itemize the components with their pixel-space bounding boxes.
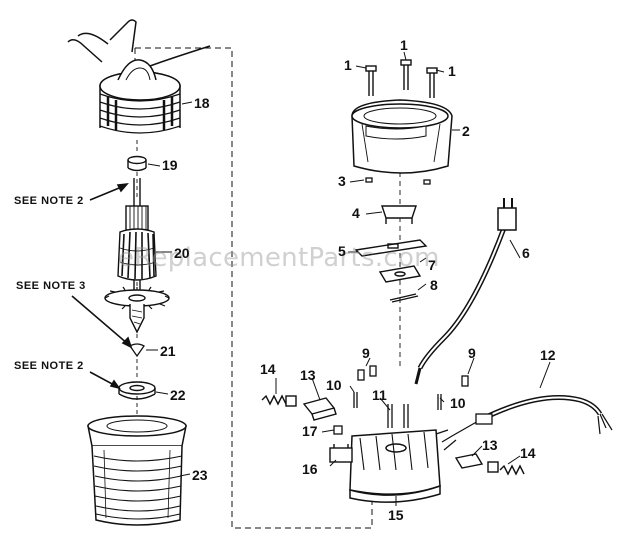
callout-19: 19	[162, 157, 178, 173]
callout-17: 17	[302, 423, 318, 439]
callout-8: 8	[430, 277, 438, 293]
leader-lines	[146, 51, 551, 506]
note-label-lower: SEE NOTE 2	[14, 360, 84, 372]
motor-housing-part-23	[87, 415, 187, 526]
callout-13-left: 13	[300, 367, 316, 383]
bearing-part-19	[127, 155, 147, 172]
callout-11: 11	[372, 387, 387, 403]
brush-part-13-left	[302, 397, 337, 421]
watermark-text: eReplacementParts.com	[118, 243, 440, 273]
screw-part-1	[365, 59, 438, 98]
cap-part-2	[351, 99, 453, 174]
spacer-part-21	[129, 343, 145, 358]
callout-14-left: 14	[260, 361, 276, 377]
callout-7: 7	[428, 257, 436, 273]
wire-part-8	[389, 293, 419, 303]
callout-1-left: 1	[344, 57, 352, 73]
callout-12: 12	[540, 347, 556, 363]
brush-part-13-right	[454, 453, 484, 469]
callout-4: 4	[352, 205, 360, 221]
callout-10-right: 10	[450, 395, 466, 411]
callout-20: 20	[174, 245, 190, 261]
armature-part-20	[104, 178, 170, 334]
screws-part-11	[387, 404, 409, 428]
callout-6: 6	[522, 245, 530, 261]
callout-1-center: 1	[400, 37, 408, 53]
callout-10-left: 10	[326, 377, 342, 393]
terminal-part-9	[357, 365, 469, 387]
callout-9-right: 9	[468, 345, 476, 361]
note-arrows	[71, 182, 133, 390]
callout-1-right: 1	[448, 63, 456, 79]
plate-part-5	[354, 239, 428, 257]
callout-5: 5	[338, 243, 346, 259]
switch-part-16	[329, 444, 353, 463]
cable-part-12	[435, 395, 613, 451]
clamp-part-7	[378, 265, 422, 283]
brush-holder-part-15	[349, 429, 441, 503]
callout-9-left: 9	[362, 345, 370, 361]
note-label-upper: SEE NOTE 2	[14, 195, 84, 207]
callout-18: 18	[194, 95, 210, 111]
note-label-middle: SEE NOTE 3	[16, 280, 86, 292]
callout-16: 16	[302, 461, 318, 477]
callout-14-right: 14	[520, 445, 536, 461]
terminal-part-17	[333, 425, 343, 435]
callout-21: 21	[160, 343, 176, 359]
field-coil-part-18	[67, 19, 211, 134]
callout-13-right: 13	[482, 437, 498, 453]
callout-22: 22	[170, 387, 186, 403]
screw-part-10	[353, 392, 442, 410]
callout-2: 2	[462, 123, 470, 139]
callout-3: 3	[338, 173, 346, 189]
callout-15: 15	[388, 507, 404, 523]
pins-part-3	[365, 177, 431, 185]
bracket-part-4	[381, 205, 417, 224]
spring-part-14-left	[261, 394, 297, 407]
cord-part-6	[414, 198, 517, 385]
spring-part-14-right	[487, 461, 525, 476]
callout-23: 23	[192, 467, 208, 483]
